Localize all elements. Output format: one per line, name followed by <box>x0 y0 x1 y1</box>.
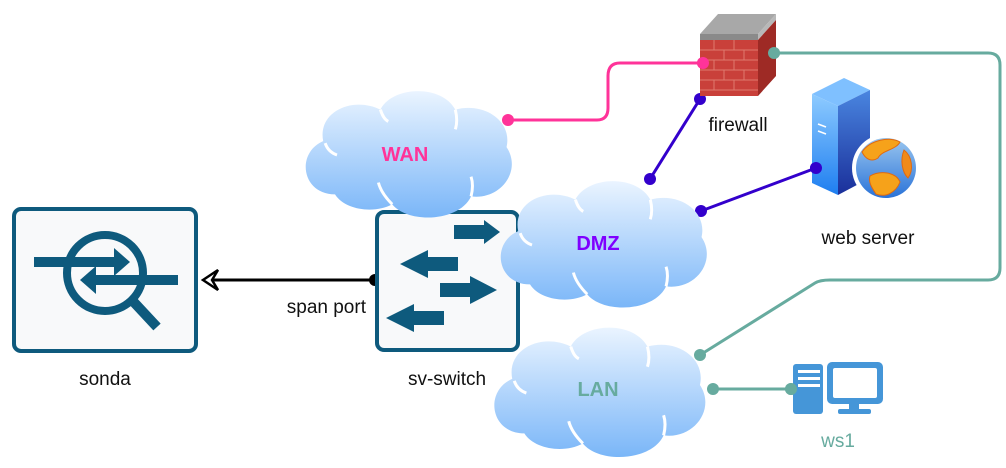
node-web-server[interactable]: web server <box>810 78 920 249</box>
connector-dot <box>644 173 656 185</box>
node-label: firewall <box>708 115 767 136</box>
edge-span-port[interactable]: span port <box>200 268 381 318</box>
node-label: LAN <box>577 379 618 401</box>
node-label: web server <box>821 228 916 249</box>
connector-dot <box>697 57 709 69</box>
connector-dot <box>785 383 797 395</box>
node-dmz-cloud[interactable]: DMZ <box>499 179 709 310</box>
node-label: sv-switch <box>408 369 486 390</box>
node-firewall[interactable]: firewall <box>697 14 780 136</box>
connector-dot <box>810 162 822 174</box>
edge-dmz-webserver[interactable] <box>695 162 822 217</box>
network-probe-icon <box>34 231 178 331</box>
node-label: ws1 <box>820 431 855 452</box>
arrowhead-icon <box>200 268 220 292</box>
edge-wan-firewall[interactable] <box>502 57 709 126</box>
web-server-icon <box>812 78 920 202</box>
firewall-icon <box>700 14 776 96</box>
node-ws1[interactable]: ws1 <box>785 362 883 452</box>
edge-label: span port <box>287 297 367 318</box>
connector-dot <box>707 383 719 395</box>
node-label: DMZ <box>576 233 619 255</box>
connector-dot <box>768 47 780 59</box>
node-wan-cloud[interactable]: WAN <box>304 89 514 220</box>
connector-dot <box>502 114 514 126</box>
node-label: sonda <box>79 369 131 390</box>
node-lan-cloud[interactable]: LAN <box>492 326 707 459</box>
edge-lan-ws1[interactable] <box>707 383 797 395</box>
edge-dmz-firewall[interactable] <box>644 93 706 185</box>
node-sv-switch[interactable]: sv-switch <box>375 210 520 390</box>
connector-dot <box>694 349 706 361</box>
node-label: WAN <box>382 144 429 166</box>
switch-icon <box>386 220 500 332</box>
workstation-icon <box>793 362 883 414</box>
connector-dot <box>695 205 707 217</box>
node-sonda[interactable]: sonda <box>12 207 198 390</box>
